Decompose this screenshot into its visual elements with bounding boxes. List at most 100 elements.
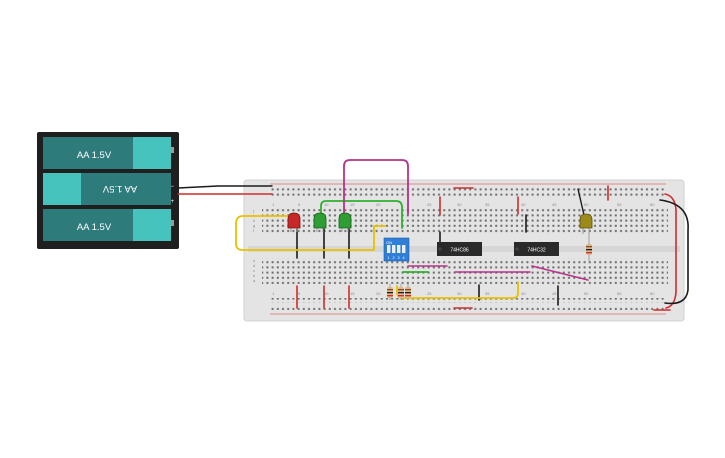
battery-cell[interactable]: AA 1.5V xyxy=(43,137,171,169)
led-yellow[interactable] xyxy=(579,213,593,236)
cell-label: AA 1.5V xyxy=(77,222,112,233)
column-numbers-top: 1 5 10 15 20 25 30 35 40 45 50 55 60 xyxy=(272,202,655,207)
top-rail-2-holes xyxy=(270,193,666,198)
col-number: 50 xyxy=(584,202,589,207)
row-letter: h xyxy=(253,218,255,223)
chip-notch xyxy=(438,247,442,251)
row-letter: e xyxy=(253,258,256,263)
terminal-contact xyxy=(171,147,174,153)
row-letter: b xyxy=(253,273,256,278)
led-body xyxy=(579,213,593,229)
col-number: 20 xyxy=(376,291,381,296)
col-number: 15 xyxy=(350,202,355,207)
bottom-rail-1-holes xyxy=(270,298,666,303)
chip-notch xyxy=(515,247,519,251)
col-number: 15 xyxy=(350,291,355,296)
col-number: 60 xyxy=(650,291,655,296)
resistors[interactable] xyxy=(387,236,592,300)
cell-cap xyxy=(133,209,171,241)
col-number: 40 xyxy=(521,202,526,207)
top-terminal-holes xyxy=(262,208,668,234)
wire-rail-loop-black[interactable] xyxy=(659,199,689,305)
wire-magenta-diagonal[interactable] xyxy=(531,265,589,281)
switch-number: 3 xyxy=(398,256,400,260)
row-letter: d xyxy=(253,263,255,268)
wire-led-lead[interactable] xyxy=(577,188,585,216)
battery-cell[interactable]: AA 1.5V xyxy=(43,173,171,205)
chip-label: 74HC86 xyxy=(450,248,469,254)
col-number: 45 xyxy=(552,202,557,207)
led-body xyxy=(313,212,327,229)
switch-number: 4 xyxy=(403,256,405,260)
row-letter: g xyxy=(253,223,255,228)
col-number: 5 xyxy=(298,202,301,207)
cell-label: AA 1.5V xyxy=(102,183,137,194)
chip-body xyxy=(514,242,559,256)
wire-yellow-led-input[interactable] xyxy=(235,215,386,251)
battery-pack[interactable]: AA 1.5V AA 1.5V AA 1.5V − + xyxy=(37,132,179,249)
col-number: 35 xyxy=(485,202,490,207)
row-letter: c xyxy=(253,268,255,273)
col-number: 30 xyxy=(457,202,462,207)
terminal-contact xyxy=(171,220,174,226)
ic-chip-74hc86[interactable]: 74HC86 xyxy=(437,242,482,256)
switch-toggle-2[interactable] xyxy=(392,245,396,253)
col-number: 10 xyxy=(324,202,329,207)
col-number: 45 xyxy=(552,291,557,296)
col-number: 1 xyxy=(272,291,275,296)
led-green[interactable] xyxy=(338,212,352,232)
terminal-minus-label: − xyxy=(171,184,175,190)
col-number: 30 xyxy=(457,291,462,296)
bottom-terminal-holes xyxy=(262,258,668,284)
col-number: 25 xyxy=(427,202,432,207)
led-green[interactable] xyxy=(313,212,327,232)
ic-chip-74hc32[interactable]: 74HC32 xyxy=(514,242,559,256)
leds[interactable] xyxy=(287,212,593,236)
resistor[interactable] xyxy=(405,284,411,300)
column-numbers-bottom: 1 5 10 15 20 25 30 35 40 45 50 55 60 xyxy=(272,291,655,296)
cell-label: AA 1.5V xyxy=(77,150,112,161)
wire-yellow-bottom[interactable] xyxy=(396,281,519,299)
switch-toggle-3[interactable] xyxy=(397,245,401,253)
wire-battery-negative[interactable] xyxy=(177,185,273,189)
dip-switch-on-label: ON xyxy=(386,240,392,245)
resistor[interactable] xyxy=(586,236,592,262)
resistor[interactable] xyxy=(398,284,404,300)
resistor[interactable] xyxy=(387,284,393,300)
row-letter: j xyxy=(252,208,254,213)
bottom-rail-stripe xyxy=(270,313,666,315)
col-number: 40 xyxy=(521,291,526,296)
terminal-plus-label: + xyxy=(171,199,175,205)
col-number: 5 xyxy=(298,291,301,296)
col-number: 50 xyxy=(584,291,589,296)
cell-cap xyxy=(43,173,81,205)
wires[interactable] xyxy=(177,159,689,311)
led-body xyxy=(338,212,352,229)
col-number: 25 xyxy=(427,291,432,296)
top-rail-stripe xyxy=(270,183,666,185)
row-letters-bottom: e d c b a xyxy=(253,258,256,283)
dip-switch[interactable]: ON 1 2 3 4 xyxy=(383,237,410,262)
switch-toggle-4[interactable] xyxy=(402,245,406,253)
battery-cell[interactable]: AA 1.5V xyxy=(43,209,171,241)
wire-green-top[interactable] xyxy=(320,200,403,229)
switch-toggle-1[interactable] xyxy=(387,245,391,253)
row-letter: f xyxy=(253,228,255,233)
chip-body xyxy=(437,242,482,256)
wire-rail-loop-red[interactable] xyxy=(664,193,677,309)
led-body xyxy=(287,212,301,229)
col-number: 20 xyxy=(376,202,381,207)
col-number: 60 xyxy=(650,202,655,207)
col-number: 55 xyxy=(617,291,622,296)
switch-number: 1 xyxy=(388,256,390,260)
wire-magenta-top[interactable] xyxy=(343,159,409,219)
dip-switch-body xyxy=(383,237,410,262)
col-number: 55 xyxy=(617,202,622,207)
switch-number: 2 xyxy=(393,256,395,260)
chip-label: 74HC32 xyxy=(527,248,546,254)
row-letter: a xyxy=(253,278,256,283)
col-number: 1 xyxy=(272,202,275,207)
led-red[interactable] xyxy=(287,212,301,232)
